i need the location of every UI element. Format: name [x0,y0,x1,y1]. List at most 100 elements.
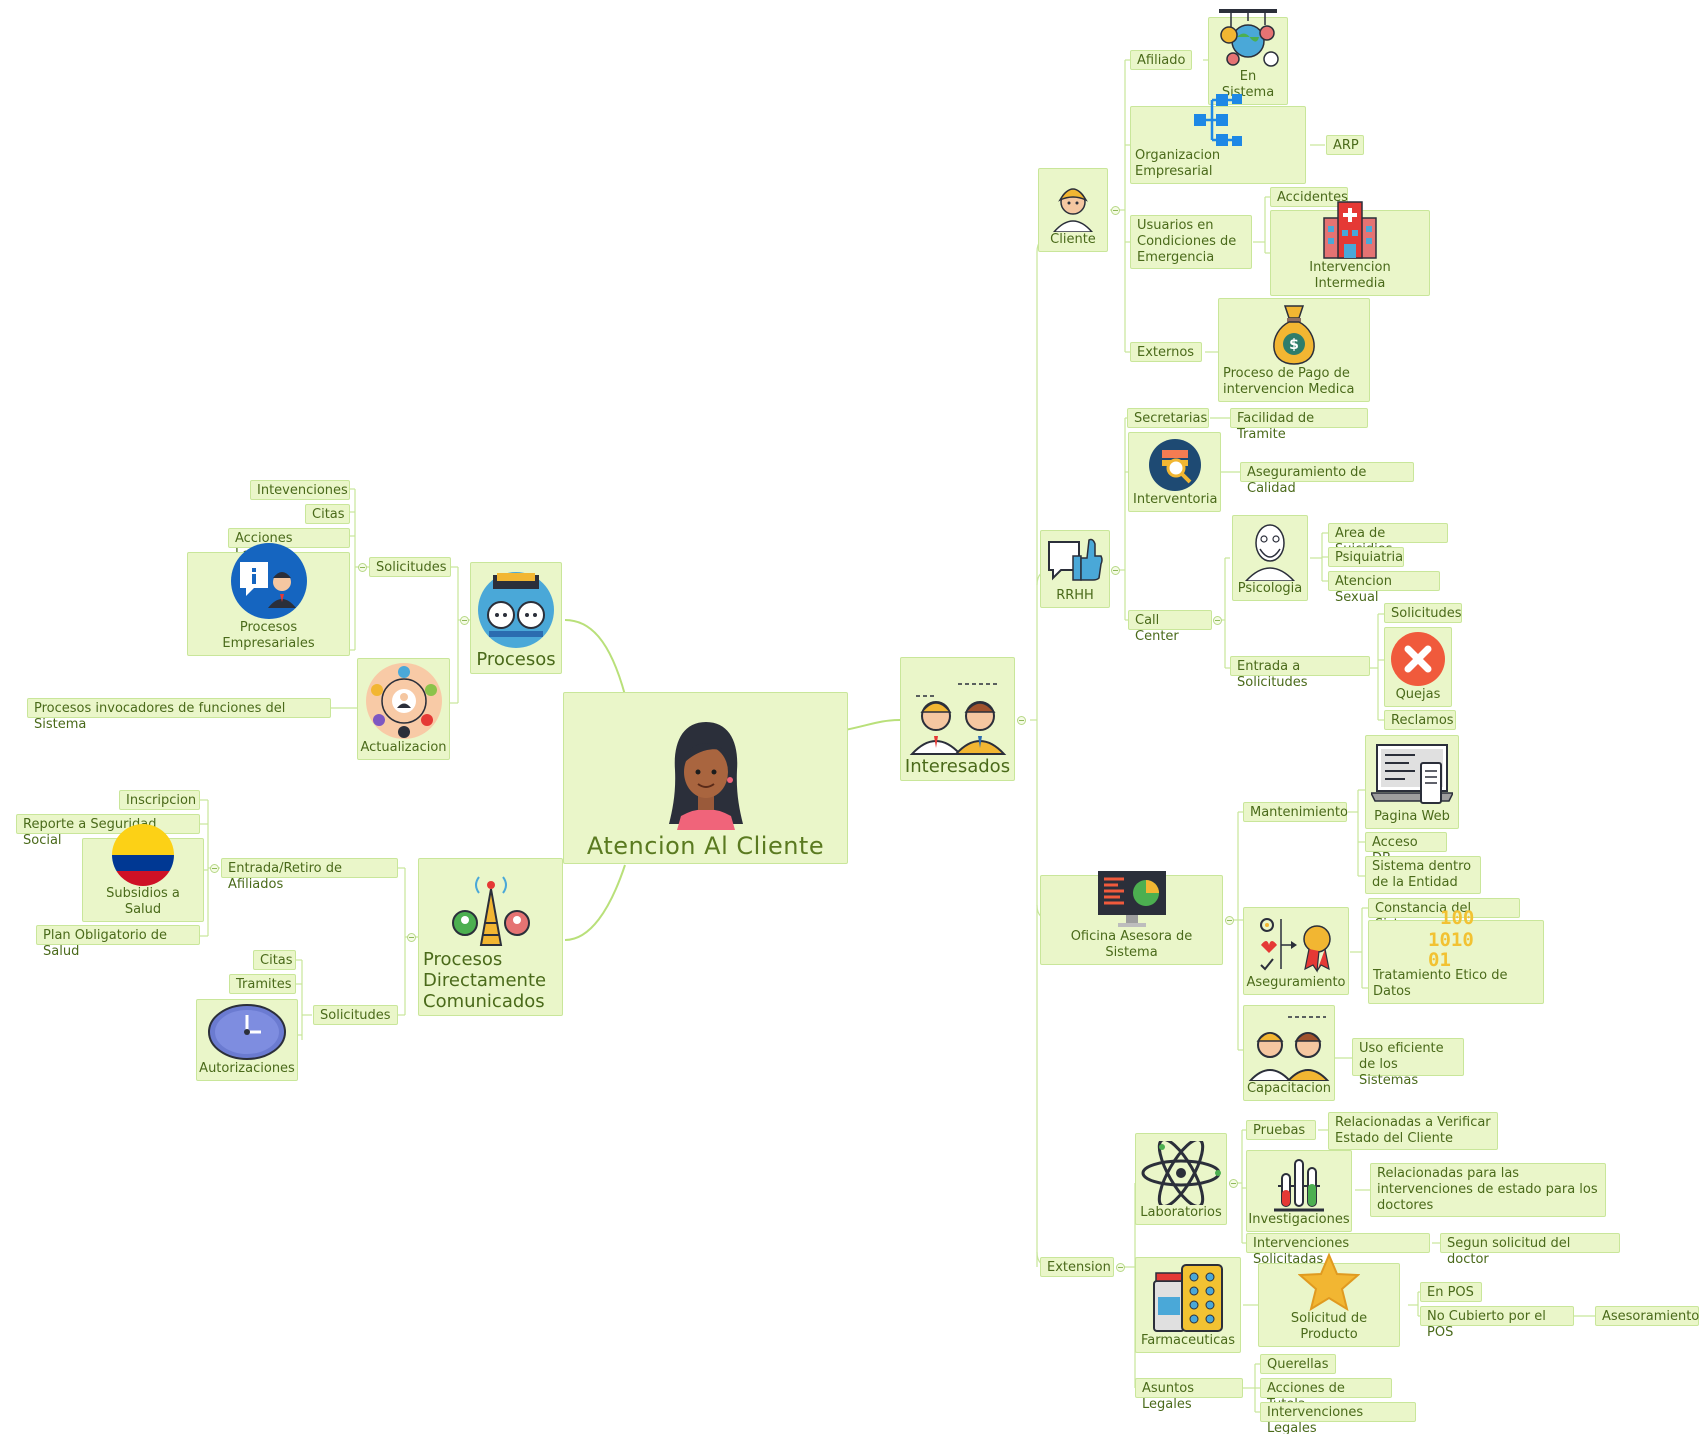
client-person-icon [1053,188,1093,232]
actualizacion-node[interactable]: Actualizacion [357,658,450,760]
organizacion-label: Organizacion Empresarial [1135,148,1221,179]
actualizacion-label: Actualizacion [360,740,447,755]
en-pos-node[interactable]: En POS [1420,1282,1482,1302]
capacitacion-node[interactable]: Capacitacion [1243,1005,1335,1101]
collapse-toggle-rrhh[interactable] [1111,566,1120,575]
proceso-pago-node[interactable]: $ Proceso de Pago de intervencion Medica [1218,298,1370,402]
facilidad-tramite-node[interactable]: Facilidad de Tramite [1230,408,1368,442]
procesos-node[interactable]: Procesos [470,562,562,674]
tratamiento-etico-node[interactable]: 100 1010 01 Tratamiento Etico de Datos [1368,907,1544,1004]
quejas-node[interactable]: Quejas [1384,627,1452,707]
intevenciones-node[interactable]: Intevenciones [250,480,350,500]
acceso-db-node[interactable]: Acceso DB [1365,832,1447,866]
pruebas-node[interactable]: Pruebas [1246,1120,1316,1140]
tratamiento-etico-label: Tratamiento Etico de Datos [1373,968,1508,999]
woman-avatar-icon [668,722,743,830]
mantenimiento-node[interactable]: Mantenimiento [1243,802,1348,822]
plan-obligatorio-node[interactable]: Plan Obligatorio de Salud [36,925,200,959]
secretarias-node[interactable]: Secretarias [1127,408,1209,428]
intervenciones-solicitadas-node[interactable]: Intervenciones Solicitadas [1246,1233,1430,1267]
area-suicidios-node[interactable]: Area de Suicidios [1328,523,1448,557]
segun-solicitud-node[interactable]: Segun solicitud del doctor [1440,1233,1620,1267]
entrada-solicitudes-node[interactable]: Entrada a Solicitudes [1230,656,1370,690]
solicitud-producto-node[interactable]: Solicitud de Producto [1258,1253,1400,1347]
collapse-toggle-procesos[interactable] [460,616,469,625]
broadcast-tower-icon [451,876,530,946]
svg-text:$: $ [1289,337,1299,353]
collapse-toggle-extension[interactable] [1116,1263,1125,1272]
querellas-node[interactable]: Querellas [1260,1354,1336,1374]
root-node[interactable]: Atencion Al Cliente [563,692,848,864]
cliente-node[interactable]: Cliente [1038,168,1108,252]
farmaceuticas-node[interactable]: Farmaceuticas [1135,1257,1241,1353]
collapse-toggle-laboratorios[interactable] [1229,1179,1238,1188]
laboratorios-node[interactable]: Laboratorios [1135,1133,1227,1225]
reclamos-node[interactable]: Reclamos [1384,710,1456,730]
aseguramiento-node[interactable]: Aseguramiento [1243,907,1349,995]
entrada-retiro-node[interactable]: Entrada/Retiro de Afiliados [221,858,398,892]
afiliado-node[interactable]: Afiliado [1130,50,1192,70]
inscripcion-node[interactable]: Inscripcion [119,790,200,810]
uso-eficiente-node[interactable]: Uso eficiente de los Sistemas [1352,1038,1464,1088]
procesos-empresariales-label: Procesos Empresariales [222,620,315,651]
collapse-toggle-cliente[interactable] [1111,206,1120,215]
collapse-toggle-entrada[interactable] [210,864,219,873]
hospital-icon [1323,201,1377,259]
interesados-node[interactable]: Interesados [900,657,1015,781]
collapse-toggle-oficina[interactable] [1225,916,1234,925]
externos-node[interactable]: Externos [1130,342,1202,362]
psicologia-node[interactable]: Psicologia [1232,515,1308,601]
pagina-web-node[interactable]: Pagina Web [1365,735,1459,829]
asuntos-legales-node[interactable]: Asuntos Legales [1135,1378,1243,1412]
planets-system-icon [1219,9,1279,67]
atom-icon [1141,1141,1221,1205]
aseguramiento-calidad-node[interactable]: Aseguramiento de Calidad [1240,462,1414,496]
subsidios-salud-label: Subsidios a Salud [106,886,180,917]
relacionadas-intervenciones-node[interactable]: Relacionadas para las intervenciones de … [1370,1163,1606,1217]
subsidios-salud-node[interactable]: Subsidios a Salud [82,824,204,922]
cc-solicitudes-node[interactable]: Solicitudes [1384,603,1462,623]
no-cubierto-pos-node[interactable]: No Cubierto por el POS [1420,1306,1574,1340]
call-center-node[interactable]: Call Center [1128,610,1212,644]
cliente-label: Cliente [1050,232,1096,247]
collapse-toggle-call-center[interactable] [1213,616,1222,625]
proceso-pago-label: Proceso de Pago de intervencion Medica [1223,366,1355,397]
procesos-empresariales-node[interactable]: Procesos Empresariales [187,543,350,656]
solicitudes-node[interactable]: Solicitudes [369,557,451,577]
extension-node[interactable]: Extension [1040,1257,1114,1277]
psiquiatria-node[interactable]: Psiquiatria [1328,547,1404,567]
rrhh-node[interactable]: RRHH [1040,530,1110,608]
interventoria-node[interactable]: Interventoria [1128,432,1221,512]
quejas-label: Quejas [1395,687,1441,702]
procesos-directos-node[interactable]: Procesos Directamente Comunicados [418,858,563,1016]
autorizaciones-node[interactable]: Autorizaciones [196,999,298,1081]
accidentes-node[interactable]: Accidentes [1270,187,1348,207]
directos-citas-node[interactable]: Citas [253,950,296,970]
en-sistema-node[interactable]: En Sistema [1208,9,1288,105]
intervencion-intermedia-node[interactable]: Intervencion Intermedia [1270,201,1430,296]
usuarios-emergencia-node[interactable]: Usuarios en Condiciones de Emergencia [1130,215,1252,269]
acciones-tutela-node[interactable]: Acciones de Tutela [1260,1378,1392,1412]
collapse-toggle-solicitudes[interactable] [358,563,367,572]
oficina-asesora-node[interactable]: Oficina Asesora de Sistema [1040,871,1223,965]
procesos-invocadores-node[interactable]: Procesos invocadores de funciones del Si… [27,698,331,732]
investigaciones-label: Investigaciones [1248,1212,1350,1227]
atencion-sexual-node[interactable]: Atencion Sexual [1328,571,1440,605]
relacionadas-verificar-node[interactable]: Relacionadas a Verificar Estado del Clie… [1328,1112,1498,1150]
arp-node[interactable]: ARP [1326,135,1364,155]
intervenciones-legales-node[interactable]: Intervenciones Legales [1260,1402,1416,1434]
collapse-toggle-interesados[interactable] [1017,716,1026,725]
oficina-asesora-label: Oficina Asesora de Sistema [1070,929,1193,960]
sistema-entidad-node[interactable]: Sistema dentro de la Entidad [1365,856,1481,894]
tramites-node[interactable]: Tramites [229,974,296,994]
organizacion-node[interactable]: Organizacion Empresarial [1130,94,1306,184]
investigaciones-node[interactable]: Investigaciones [1246,1150,1352,1232]
citas-node[interactable]: Citas [305,504,350,524]
team-people-icon [909,683,1006,755]
monitor-dashboard-icon [1097,871,1166,927]
collapse-toggle-directos[interactable] [407,933,416,942]
binary-code-icon: 100 1010 01 [1428,907,1474,968]
directos-solicitudes-node[interactable]: Solicitudes [313,1005,398,1025]
asesoramiento-node[interactable]: Asesoramiento [1595,1306,1699,1326]
